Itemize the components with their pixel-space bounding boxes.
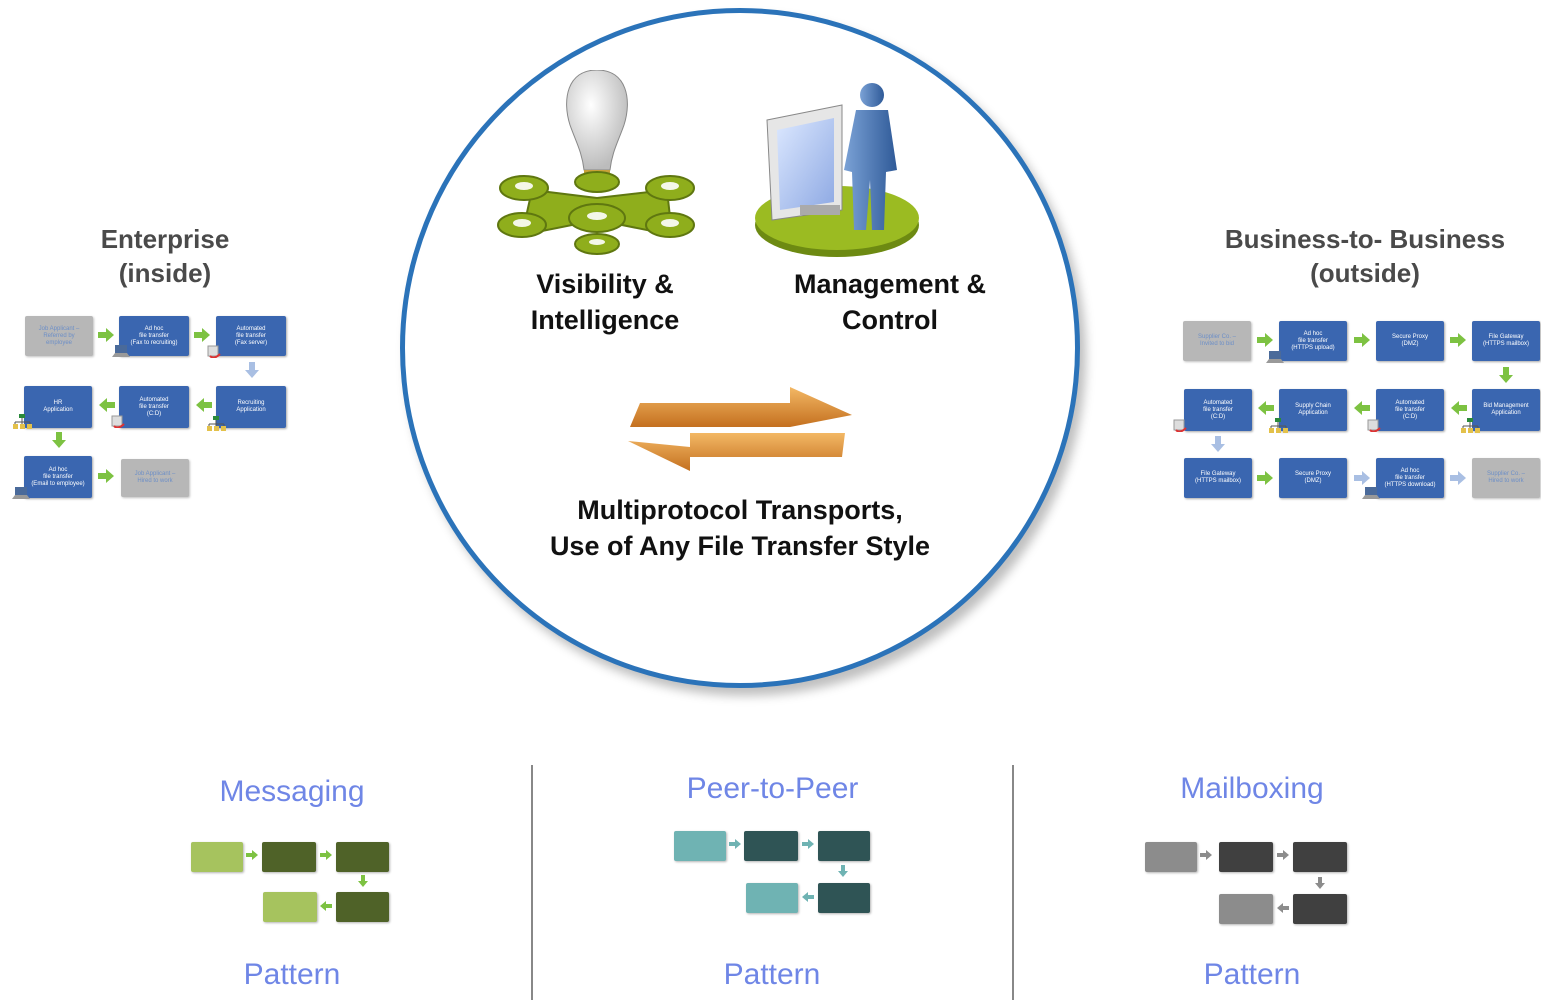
b2b-step: File Gateway (HTTPS mailbox) <box>1472 321 1540 361</box>
server-icon <box>1367 419 1381 432</box>
pattern-title-messaging: Messaging <box>219 775 365 808</box>
network-icon <box>1269 418 1288 433</box>
flow-arrow-icon <box>1257 333 1273 347</box>
pattern-step <box>336 842 389 872</box>
b2b-step: File Gateway (HTTPS mailbox) <box>1184 458 1252 498</box>
pattern-footer-mailboxing: Pattern <box>1203 958 1301 991</box>
laptop-icon <box>12 487 30 499</box>
enterprise-step: Ad hoc file transfer (Fax to recruiting) <box>119 316 189 356</box>
flow-arrow-icon <box>838 865 848 877</box>
pattern-step <box>818 831 870 861</box>
b2b-step: Secure Proxy (DMZ) <box>1376 321 1444 361</box>
flow-arrow-icon <box>1451 401 1467 415</box>
network-icon <box>207 416 226 431</box>
pattern-step <box>1219 842 1273 872</box>
flow-arrow-icon <box>52 432 66 448</box>
network-icon <box>1461 418 1480 433</box>
enterprise-step: Automated file transfer (Fax server) <box>216 316 286 356</box>
b2b-step: Supplier Co. – Invited to bid <box>1183 321 1251 361</box>
flow-arrow-icon <box>320 901 332 911</box>
flow-arrow-icon <box>1450 471 1466 485</box>
flow-arrow-icon <box>320 850 332 860</box>
transports-label: Multiprotocol Transports, Use of Any Fil… <box>549 495 931 561</box>
laptop-icon <box>1266 351 1284 363</box>
pattern-divider <box>531 765 533 1000</box>
flow-arrow-icon <box>1354 333 1370 347</box>
pattern-step <box>1145 842 1197 872</box>
pattern-step <box>1293 842 1347 872</box>
pattern-step <box>746 883 798 913</box>
pattern-step <box>1219 894 1273 924</box>
flow-arrow-icon <box>196 398 212 412</box>
pattern-footer-peer-to-peer: Pattern <box>723 958 821 991</box>
center-circle <box>400 8 1080 688</box>
flow-arrow-icon <box>1354 401 1370 415</box>
flow-arrow-icon <box>98 328 114 342</box>
laptop-icon <box>1362 487 1380 499</box>
enterprise-step: HR Application <box>24 386 92 428</box>
pattern-step <box>818 883 870 913</box>
flow-arrow-icon <box>1211 436 1225 452</box>
enterprise-step: Job Applicant – Hired to work <box>121 459 189 497</box>
pattern-step <box>191 842 243 872</box>
b2b-step: Supplier Co. – Hired to work <box>1472 458 1540 498</box>
flow-arrow-icon <box>1257 471 1273 485</box>
flow-arrow-icon <box>729 839 741 849</box>
flow-arrow-icon <box>99 398 115 412</box>
bidirectional-arrows-icon <box>628 387 852 471</box>
flow-arrow-icon <box>1450 333 1466 347</box>
server-icon <box>207 345 221 358</box>
laptop-icon <box>112 345 130 357</box>
messaging-pattern-thumbnail <box>188 838 393 930</box>
b2b-title: Business-to- Business (outside) <box>1224 224 1506 288</box>
b2b-step: Secure Proxy (DMZ) <box>1279 458 1347 498</box>
flow-arrow-icon <box>802 839 814 849</box>
monitor-user-icon <box>755 83 919 257</box>
flow-arrow-icon <box>1354 471 1370 485</box>
pattern-step <box>744 831 798 861</box>
flow-arrow-icon <box>1315 877 1325 889</box>
flow-arrow-icon <box>1200 850 1212 860</box>
flow-arrow-icon <box>98 469 114 483</box>
server-icon <box>1173 419 1187 432</box>
pattern-title-mailboxing: Mailboxing <box>1180 772 1324 805</box>
b2b-step: Bid Management Application <box>1472 389 1540 431</box>
b2b-step: Supply Chain Application <box>1279 389 1347 431</box>
b2b-step: Ad hoc file transfer (HTTPS upload) <box>1279 321 1347 361</box>
pattern-divider <box>1012 765 1014 1000</box>
server-icon <box>111 415 125 428</box>
flow-arrow-icon <box>1277 903 1289 913</box>
b2b-step: Ad hoc file transfer (HTTPS download) <box>1376 458 1444 498</box>
pattern-footer-messaging: Pattern <box>243 958 341 991</box>
visibility-label: Visibility & Intelligence <box>530 269 680 335</box>
enterprise-step: Job Applicant – Referred by employee <box>25 316 93 356</box>
network-icon <box>13 414 32 429</box>
flow-arrow-icon <box>246 850 258 860</box>
pattern-step <box>336 892 389 922</box>
enterprise-step: Ad hoc file transfer (Email to employee) <box>24 456 92 498</box>
peer-to-peer-pattern-thumbnail <box>670 828 875 920</box>
b2b-step: Automated file transfer (C:D) <box>1184 389 1252 431</box>
pattern-step <box>1293 894 1347 924</box>
flow-arrow-icon <box>245 362 259 378</box>
pattern-title-peer-to-peer: Peer-to-Peer <box>686 772 859 805</box>
enterprise-title: Enterprise (inside) <box>100 224 230 288</box>
b2b-step: Automated file transfer (C:D) <box>1376 389 1444 431</box>
flow-arrow-icon <box>1277 850 1289 860</box>
flow-arrow-icon <box>802 892 814 902</box>
enterprise-step: Automated file transfer (C:D) <box>119 386 189 428</box>
enterprise-step: Recruiting Application <box>216 386 286 428</box>
flow-arrow-icon <box>1499 367 1513 383</box>
flow-arrow-icon <box>194 328 210 342</box>
lightbulb-network-icon <box>497 70 695 255</box>
pattern-step <box>263 892 317 922</box>
flow-arrow-icon <box>358 875 368 887</box>
management-label: Management & Control <box>793 269 987 335</box>
mailboxing-pattern-thumbnail <box>1143 838 1353 930</box>
pattern-step <box>262 842 316 872</box>
pattern-step <box>674 831 726 861</box>
flow-arrow-icon <box>1258 401 1274 415</box>
